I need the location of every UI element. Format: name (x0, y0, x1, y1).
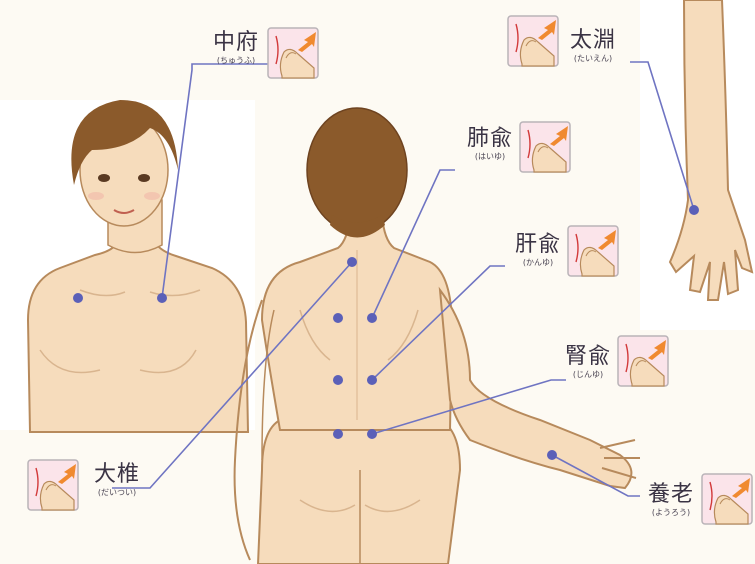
back-head (307, 108, 407, 232)
press-finger-icon (520, 122, 570, 172)
point-dot-yorou (547, 450, 557, 460)
point-reading: (たいえん) (562, 54, 624, 64)
press-finger-icon (508, 16, 558, 66)
press-finger-icon (702, 474, 752, 524)
point-reading: (かんゆ) (510, 258, 566, 268)
point-dot-jinyu-right (367, 429, 377, 439)
back-right-arm (440, 290, 631, 488)
point-reading: (だいつい) (86, 488, 148, 498)
point-name: 腎兪 (560, 344, 616, 370)
point-name: 大椎 (86, 462, 148, 488)
press-finger-icon (568, 226, 618, 276)
point-dot-chufu-right (157, 293, 167, 303)
point-dot-jinyu-left (333, 429, 343, 439)
point-reading: (はいゆ) (462, 152, 518, 162)
point-reading: (ちゅうふ) (208, 56, 264, 66)
point-label-yorou: 養老 (ようろう) (640, 482, 702, 518)
point-dot-kanyu-right (367, 375, 377, 385)
back-lower-body (258, 420, 460, 564)
point-label-chufu: 中府 (ちゅうふ) (208, 30, 264, 66)
point-name: 養老 (640, 482, 702, 508)
point-name: 中府 (208, 30, 264, 56)
press-finger-icon (28, 460, 78, 510)
point-label-jinyu: 腎兪 (じんゆ) (560, 344, 616, 380)
point-dot-haiyu-right (367, 313, 377, 323)
point-name: 肝兪 (510, 232, 566, 258)
point-reading: (ようろう) (640, 508, 702, 518)
point-name: 肺兪 (462, 126, 518, 152)
point-label-kanyu: 肝兪 (かんゆ) (510, 232, 566, 268)
point-label-daitsui: 大椎 (だいつい) (86, 462, 148, 498)
point-dot-chufu-left (73, 293, 83, 303)
point-reading: (じんゆ) (560, 370, 616, 380)
press-finger-icon (618, 336, 668, 386)
press-finger-icon (268, 28, 318, 78)
point-dot-daitsui (347, 257, 357, 267)
point-dot-taien (689, 205, 699, 215)
point-dot-kanyu-left (333, 375, 343, 385)
point-label-taien: 太淵 (たいえん) (562, 28, 624, 64)
point-label-haiyu: 肺兪 (はいゆ) (462, 126, 518, 162)
point-dot-haiyu-left (333, 313, 343, 323)
point-name: 太淵 (562, 28, 624, 54)
